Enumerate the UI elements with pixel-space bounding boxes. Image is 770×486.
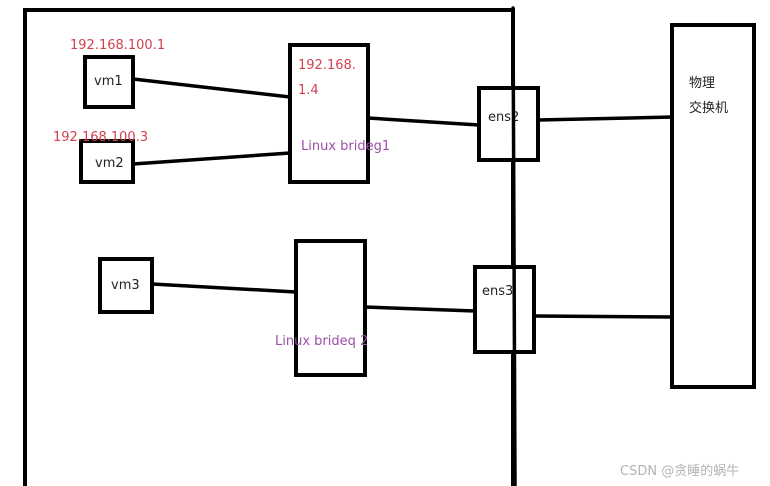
bridge2-label: Linux brideq 2 (275, 334, 368, 349)
bridge2-box (294, 239, 367, 377)
bridge1-box (288, 43, 370, 184)
vm1-label: vm1 (94, 74, 123, 89)
ens3-label: ens3 (482, 284, 513, 299)
ens2-label: ens2 (488, 110, 519, 125)
physical-switch-box (670, 23, 756, 389)
edge-vm1-br1 (131, 77, 292, 99)
bridge1-label: Linux brideg1 (301, 139, 390, 154)
edge-ens2-switch (536, 115, 675, 122)
edge-br2-ens3 (363, 305, 477, 313)
edge-vm2-br1 (131, 151, 292, 166)
ens3-box (473, 265, 536, 354)
bridge1-ip-line2: 1.4 (298, 83, 319, 98)
edge-vm3-br2 (150, 282, 298, 294)
ens2-box (477, 86, 540, 162)
bridge1-ip-line1: 192.168. (298, 58, 356, 73)
vm3-box (98, 257, 154, 314)
host-right-edge (511, 6, 517, 486)
edge-br1-ens2 (366, 116, 481, 127)
edge-ens3-switch (532, 314, 674, 319)
vm2-label: vm2 (95, 156, 124, 171)
vm1-box (83, 55, 135, 109)
watermark: CSDN @贪睡的蜗牛 (620, 463, 739, 479)
switch-label-line2: 交换机 (689, 100, 728, 116)
switch-label-line1: 物理 (689, 76, 715, 91)
vm1-ip: 192.168.100.1 (70, 38, 165, 53)
vm2-box (79, 139, 135, 184)
vm3-label: vm3 (111, 278, 140, 293)
vm2-ip: 192.168.100.3 (53, 130, 148, 145)
